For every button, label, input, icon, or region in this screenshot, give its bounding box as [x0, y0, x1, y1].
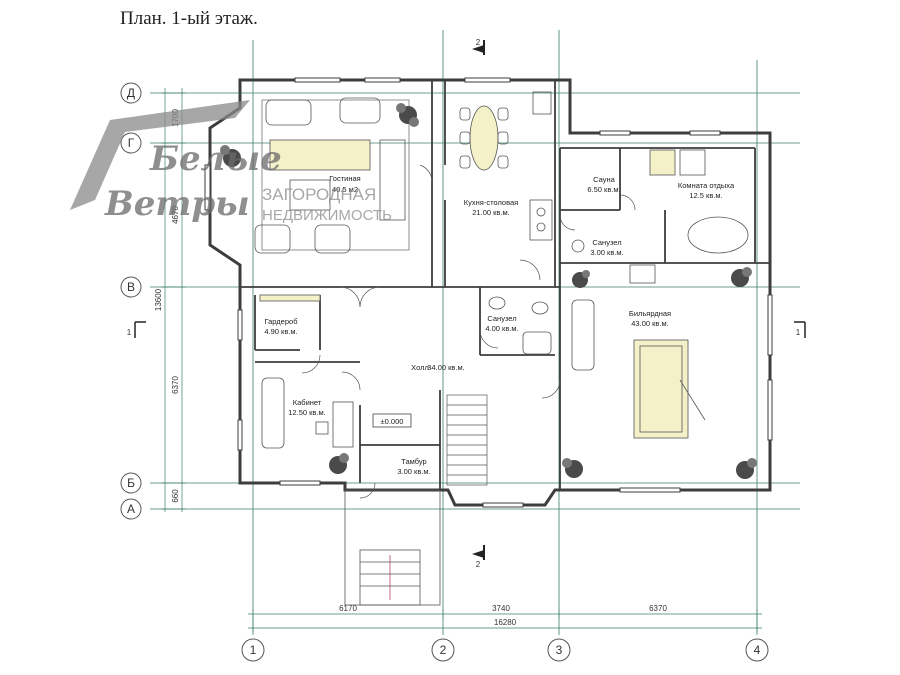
room-name-living: Гостиная [329, 174, 360, 183]
svg-text:1: 1 [796, 328, 801, 337]
room-area-living: 40.5 м2 [332, 185, 358, 194]
room-name-vestibule: Тамбур [401, 457, 426, 466]
watermark-logo: Белые Ветры ЗАГОРОДНАЯ НЕДВИЖИМОСТЬ [70, 100, 392, 224]
row-axis-markers: Д Г В Б А [120, 82, 142, 520]
dim-3740: 3740 [492, 604, 510, 613]
plant-icon [220, 145, 241, 167]
windows [204, 77, 773, 508]
living-room-furniture [254, 97, 410, 254]
room-area-wc1: 3.00 кв.м. [590, 248, 623, 257]
svg-text:3: 3 [556, 643, 563, 657]
office-furniture [259, 294, 354, 449]
axis-marker-4: 4 [745, 638, 769, 662]
svg-text:А: А [127, 502, 135, 516]
svg-text:Белые: Белые [149, 139, 282, 179]
stairs [446, 394, 488, 486]
svg-text:4: 4 [754, 643, 761, 657]
room-area-hall: 34.00 кв.м. [427, 363, 464, 372]
logo-swoosh-icon [70, 100, 250, 210]
room-area-wardrobe: 4.90 кв.м. [264, 327, 297, 336]
room-name-wc1: Санузел [592, 238, 621, 247]
svg-text:2: 2 [476, 560, 481, 569]
dim-6370-bottom: 6370 [649, 604, 667, 613]
axis-marker-a: А [120, 498, 142, 520]
axis-marker-g: Г [120, 132, 142, 154]
svg-text:2: 2 [476, 38, 481, 47]
svg-text:1: 1 [127, 328, 132, 337]
section-mark-right: 1 [794, 321, 806, 338]
svg-text:В: В [127, 280, 135, 294]
svg-text:Д: Д [127, 86, 135, 100]
axis-marker-d: Д [120, 82, 142, 104]
dim-13600: 13600 [154, 288, 163, 311]
room-name-wardrobe: Гардероб [265, 317, 298, 326]
room-area-wc2: 4.00 кв.м. [485, 324, 518, 333]
plant-icon [572, 270, 590, 288]
room-name-wc2: Санузел [487, 314, 516, 323]
room-name-billiard: Бильярдная [629, 309, 671, 318]
plants [220, 103, 757, 479]
column-axis-markers: 1 2 3 4 [241, 638, 769, 662]
plant-icon [396, 103, 419, 127]
room-name-rest: Комната отдыха [678, 181, 735, 190]
svg-text:Ветры: Ветры [104, 184, 250, 224]
dim-660: 660 [171, 489, 180, 503]
section-mark-bottom: 2 [472, 545, 485, 569]
sauna-furniture [571, 149, 749, 284]
room-area-billiard: 43.00 кв.м. [631, 319, 668, 328]
svg-text:Б: Б [127, 476, 135, 490]
svg-text:1: 1 [250, 643, 257, 657]
entrance-porch [344, 489, 441, 606]
dim-6170: 6170 [339, 604, 357, 613]
svg-text:НЕДВИЖИМОСТЬ: НЕДВИЖИМОСТЬ [262, 207, 392, 224]
room-name-sauna: Сауна [593, 175, 615, 184]
axis-marker-2: 2 [431, 638, 455, 662]
plant-icon [329, 453, 349, 474]
level-mark: ±0.000 [372, 413, 412, 428]
dim-total: 16280 [494, 618, 517, 627]
room-labels: Гостиная 40.5 м2 Кухня-столовая 21.00 кв… [264, 174, 735, 476]
axis-marker-b: Б [120, 472, 142, 494]
room-area-sauna: 6.50 кв.м. [587, 185, 620, 194]
svg-text:ЗАГОРОДНАЯ: ЗАГОРОДНАЯ [262, 185, 376, 204]
dim-4670: 4670 [171, 206, 180, 224]
axis-marker-1: 1 [241, 638, 265, 662]
room-area-office: 12.50 кв.м. [288, 408, 325, 417]
door-swings [301, 164, 636, 499]
bathroom-furniture [488, 296, 552, 355]
svg-text:±0.000: ±0.000 [381, 417, 404, 426]
dim-6370: 6370 [171, 376, 180, 394]
room-area-rest: 12.5 кв.м. [689, 191, 722, 200]
room-area-vestibule: 3.00 кв.м. [397, 467, 430, 476]
room-name-hall: Холл [411, 363, 429, 372]
plant-icon [562, 458, 583, 478]
section-mark-left: 1 [127, 321, 146, 338]
room-name-kitchen: Кухня-столовая [464, 198, 518, 207]
axis-marker-3: 3 [547, 638, 571, 662]
room-name-office: Кабинет [293, 398, 322, 407]
axis-marker-v: В [120, 276, 142, 298]
billiard-furniture [571, 299, 706, 439]
plant-icon [736, 458, 757, 479]
svg-text:Г: Г [128, 136, 135, 150]
section-mark-top: 2 [472, 38, 485, 55]
svg-text:2: 2 [440, 643, 447, 657]
interior-walls [240, 80, 770, 490]
room-area-kitchen: 21.00 кв.м. [472, 208, 509, 217]
plant-icon [731, 267, 752, 287]
left-dimension-chain [161, 88, 186, 512]
bottom-dimension-chain [248, 609, 762, 632]
page-title: План. 1-ый этаж. [120, 8, 258, 29]
kitchen-furniture [459, 91, 553, 241]
